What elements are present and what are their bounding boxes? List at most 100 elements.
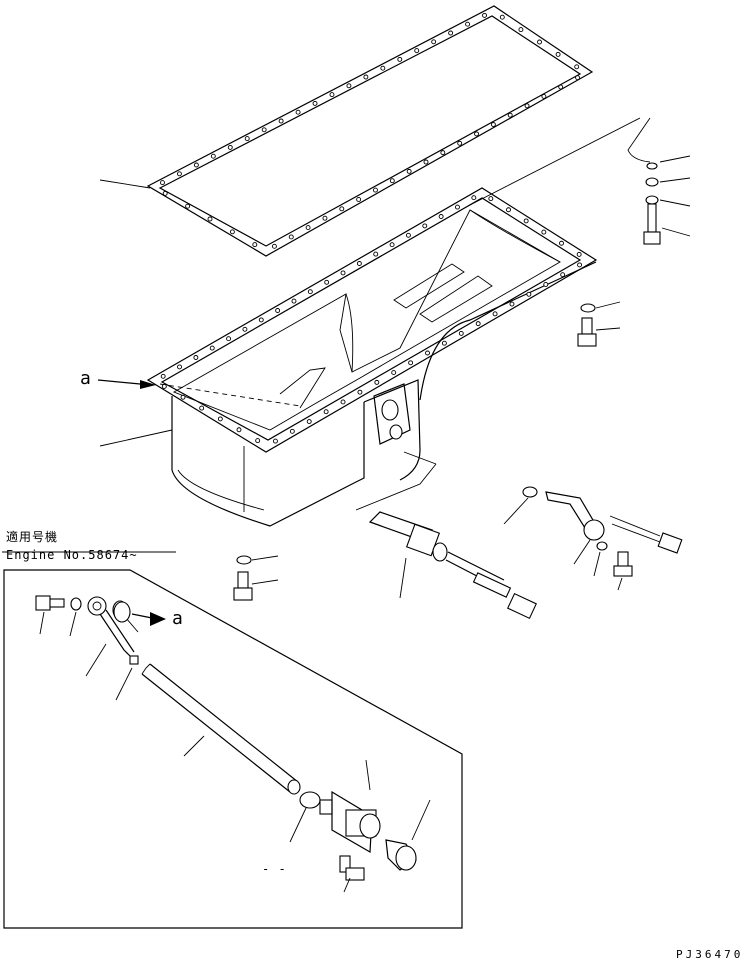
drawing-code: PJ36470 <box>676 948 744 961</box>
bolt-hole <box>405 232 411 238</box>
ref-arrow-a <box>97 379 156 389</box>
bolt-hole <box>160 180 165 186</box>
bolt-hole <box>210 153 216 159</box>
bolt-hole <box>574 64 580 70</box>
bolt-hole <box>185 203 191 209</box>
bolt-hole <box>374 379 380 385</box>
bolt-washer-bottom <box>233 555 279 601</box>
bolt-hole <box>523 218 529 224</box>
bolt-hole <box>236 427 242 433</box>
bolt-hole <box>160 373 166 379</box>
bolt-hole <box>329 92 335 98</box>
bolt-hole <box>176 171 182 177</box>
bolt-hole <box>193 355 199 360</box>
bolt-hole <box>560 272 566 278</box>
bolt-hole <box>177 364 182 370</box>
bolt-hole <box>261 127 267 133</box>
bolt-hole <box>162 190 168 196</box>
bolt-hole <box>488 196 494 202</box>
bolt-hole <box>271 243 277 249</box>
engine-serial-label: Engine No.58674~ <box>6 548 138 562</box>
bolt-hole <box>558 84 564 90</box>
bolt-hole <box>541 229 547 235</box>
bolt-hole <box>422 223 428 229</box>
bolt-hole <box>389 178 395 184</box>
bolt-hole <box>291 298 297 304</box>
bolt-hole <box>471 195 477 201</box>
bolt-hole <box>356 261 362 266</box>
callout-leader-pan <box>99 429 173 447</box>
bolt-hole <box>357 389 363 395</box>
bolt-hole <box>475 321 481 327</box>
bolt-set-upper-right <box>467 117 691 245</box>
bolt-hole <box>537 39 542 45</box>
bolt-hole <box>180 394 186 400</box>
bolt-hole <box>474 131 479 137</box>
bolt-hole <box>275 308 281 313</box>
bolt-hole <box>340 399 346 405</box>
bolt-hole <box>373 187 378 193</box>
bolt-hole <box>506 207 511 213</box>
bolt-hole <box>482 12 487 18</box>
level-gauge-assembly <box>355 451 537 620</box>
bolt-hole <box>441 340 447 346</box>
bolt-hole <box>209 345 215 351</box>
small-washer <box>503 486 538 525</box>
bolt-hole <box>490 122 496 127</box>
bolt-hole <box>499 14 505 20</box>
applicability-heading: 適用号機 <box>6 530 59 544</box>
bolt-hole <box>226 336 232 342</box>
ref-label-a-kit: a <box>172 608 184 629</box>
bolt-hole <box>323 409 329 415</box>
bolt-hole <box>217 416 223 422</box>
bolt-hole <box>425 350 430 356</box>
bolt-hole <box>423 159 429 165</box>
ref-label-a-main: a <box>80 368 92 389</box>
bolt-hole <box>455 204 460 210</box>
bolt-hole <box>227 144 233 150</box>
bolt-hole <box>406 168 412 174</box>
bolt-hole <box>492 311 498 317</box>
bolt-hole <box>380 65 386 71</box>
retrofit-kit-box <box>3 569 463 929</box>
dash-mark: - - <box>262 862 287 876</box>
bolt-hole <box>356 197 362 202</box>
bolt-hole <box>373 251 379 257</box>
bolt-hole <box>312 100 318 106</box>
bolt-hole <box>278 118 284 124</box>
bolt-hole <box>288 234 294 240</box>
bolt-hole <box>207 216 213 222</box>
bolt-hole <box>305 225 311 231</box>
bolt-hole <box>448 30 454 36</box>
bolt-hole <box>340 270 346 276</box>
bolt-hole <box>339 206 345 212</box>
bolt-hole <box>465 21 471 27</box>
bolt-hole <box>391 370 397 376</box>
bolt-hole <box>199 405 205 411</box>
bolt-hole <box>324 279 330 285</box>
bolt-hole <box>559 240 564 246</box>
bolt-hole <box>161 383 167 389</box>
bolt-hole <box>242 326 248 332</box>
bolt-hole <box>458 330 464 336</box>
bolt-hole <box>457 140 463 146</box>
bolt-hole <box>431 39 437 45</box>
bolt-hole <box>258 317 264 323</box>
oil-pan-gasket <box>146 5 594 257</box>
bolt-hole <box>295 109 301 115</box>
bolt-hole <box>576 251 582 257</box>
bolt-hole <box>322 215 328 221</box>
bolt-hole <box>397 56 403 62</box>
bolt-hole <box>577 262 583 268</box>
bolt-hole <box>389 242 395 248</box>
bolt-hole <box>440 150 446 156</box>
bolt-hole <box>346 83 352 89</box>
bolt-hole <box>307 289 313 295</box>
bolt-washer-right <box>577 301 621 347</box>
bolt-hole <box>543 282 549 287</box>
sensor-bracket-assembly <box>545 491 683 591</box>
bolt-hole <box>229 229 235 235</box>
bolt-hole <box>244 136 250 142</box>
